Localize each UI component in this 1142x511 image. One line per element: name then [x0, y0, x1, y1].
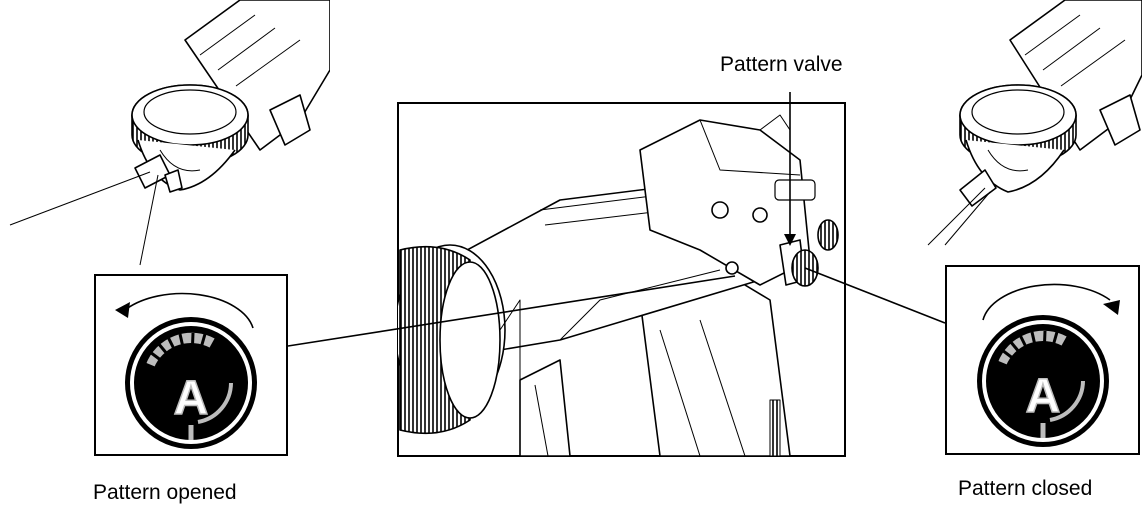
right-dial-icon: A: [977, 315, 1109, 447]
pattern-closed-label: Pattern closed: [958, 477, 1093, 500]
left-spray-line: [9, 171, 151, 226]
right-spray-line-2: [944, 191, 991, 246]
left-leader-line: [139, 174, 159, 266]
pattern-opened-label: Pattern opened: [93, 481, 237, 504]
left-dial-icon: A: [125, 317, 257, 449]
left-dial-letter: A: [174, 372, 209, 425]
clockwise-arrow-icon: [982, 283, 1120, 321]
right-spray-line: [927, 187, 986, 246]
left-panel-connector: [287, 275, 736, 347]
pattern-valve-arrowhead: [784, 234, 796, 246]
right-dial-letter: A: [1026, 370, 1061, 423]
counterclockwise-arrow-icon: [115, 292, 254, 329]
left-nozzle-illustration: [131, 0, 330, 193]
right-panel-connector: [804, 267, 946, 324]
spray-gun-illustration: [398, 114, 839, 456]
right-nozzle-illustration: [959, 0, 1142, 207]
pattern-valve-label: Pattern valve: [720, 53, 843, 76]
